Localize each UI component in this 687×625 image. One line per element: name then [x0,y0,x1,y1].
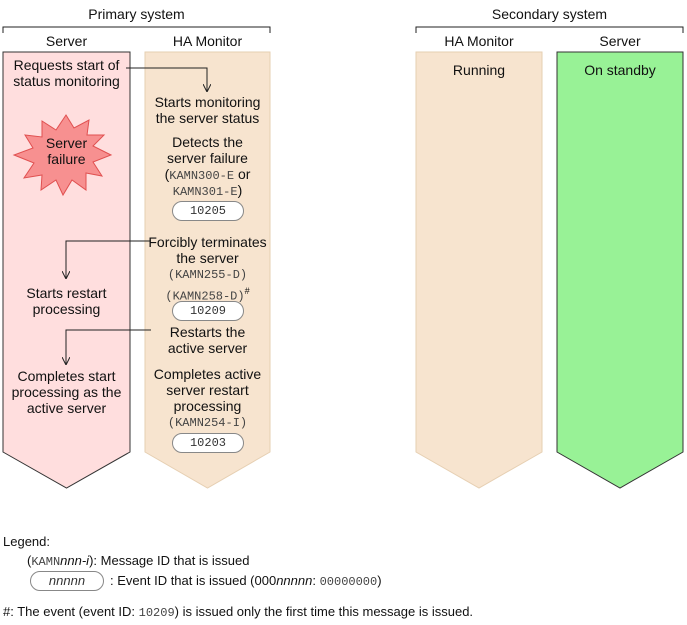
starts-restart-text-2: processing [32,301,101,317]
legend-event-desc-close: ) [377,573,382,588]
detect-paren-open: ( [164,166,170,182]
request-monitoring-text-2: status monitoring [13,73,120,89]
restart-server-arrow [66,329,151,364]
footnote-marker: #: [3,604,14,619]
legend-message-var: nnn-i [60,553,90,568]
primary-ha-monitor-header: HA Monitor [172,33,243,49]
restarts-active-text-2: active server [167,340,248,356]
detects-failure-text-2: server failure [167,150,248,166]
terminate-server-arrow [66,240,151,278]
message-id-kamn254i: (KAMN254-I) [167,416,248,430]
secondary-ha-monitor-status: Running [452,62,506,78]
message-id-kamn255d: (KAMN255-D) [167,268,248,282]
legend-event-desc-prefix: : Event ID that is issued (000 [110,573,277,588]
secondary-ha-monitor-header: HA Monitor [444,33,514,49]
terminate-message-line-2: (KAMN258-D)# [145,283,270,305]
legend-event-desc: : Event ID that is issued (000nnnnn: 000… [110,573,382,590]
legend-message-close: ) [89,553,94,568]
detect-paren-close: ) [237,182,243,198]
legend-title: Legend: [3,534,50,549]
footnote: #: The event (event ID: 10209) is issued… [3,604,473,621]
detect-or-text: or [234,166,251,182]
footnote-text-before: The event (event ID: [17,604,139,619]
forcibly-terminates-text-1: Forcibly terminates [148,234,267,250]
completes-active-text-1: Completes active [153,366,262,382]
completes-start-text-3: active server [26,400,107,416]
primary-server-header: Server [45,33,88,49]
primary-system-bracket [2,26,271,33]
message-id-kamn301e: KAMN301-E [172,185,238,199]
legend-message-open: ( [27,553,32,568]
legend-event-desc-zeros: 00000000 [319,575,378,589]
server-failure-text-1: Server [45,135,88,151]
starts-restart-text-1: Starts restart [26,285,107,301]
footnote-text-after: ) is issued only the first time this mes… [174,604,474,619]
restarts-active-text-1: Restarts the [169,324,246,340]
primary-system-title: Primary system [88,6,185,22]
server-failure-text-2: failure [47,151,86,167]
detects-failure-message-line-1: (KAMN300-E or [145,166,270,184]
completes-active-text-2: server restart [166,382,249,398]
detects-failure-text-1: Detects the [172,134,243,150]
server-failure-burst [12,114,113,197]
completes-active-text-3: processing [173,398,242,414]
legend-message-prefix: KAMN [31,555,61,569]
secondary-server-status: On standby [584,62,656,78]
legend-event-desc-sep: : [312,573,320,588]
completes-start-text-1: Completes start [17,368,116,384]
request-monitoring-arrow [126,67,207,91]
footnote-mark: # [244,286,250,296]
legend-event-desc-var: nnnnn [276,573,313,588]
event-id-10209: 10209 [172,301,244,321]
message-id-kamn300e: KAMN300-E [169,169,235,183]
starts-monitoring-text-2: the server status [155,110,260,126]
forcibly-terminates-text-2: the server [176,250,239,266]
request-monitoring-text-1: Requests start of [13,57,120,73]
secondary-ha-monitor-lane [415,51,543,489]
secondary-system-bracket [415,26,684,33]
starts-monitoring-text-1: Starts monitoring [154,94,261,110]
primary-ha-monitor-lane [144,51,271,489]
event-id-10205: 10205 [172,201,244,221]
secondary-server-header: Server [599,33,641,49]
secondary-system-title: Secondary system [491,6,608,22]
legend-message-desc: : Message ID that is issued [93,553,250,568]
detects-failure-message-line-2: KAMN301-E) [145,182,270,200]
secondary-server-lane [556,51,684,489]
legend-message-entry: (KAMNnnn-i): Message ID that is issued [27,553,250,570]
footnote-event-id: 10209 [138,606,175,620]
event-id-10203: 10203 [172,433,244,453]
completes-start-text-2: processing as the [11,384,122,400]
message-id-kamn258d: (KAMN258-D) [165,289,245,304]
legend-event-pill: nnnnn [30,571,104,591]
